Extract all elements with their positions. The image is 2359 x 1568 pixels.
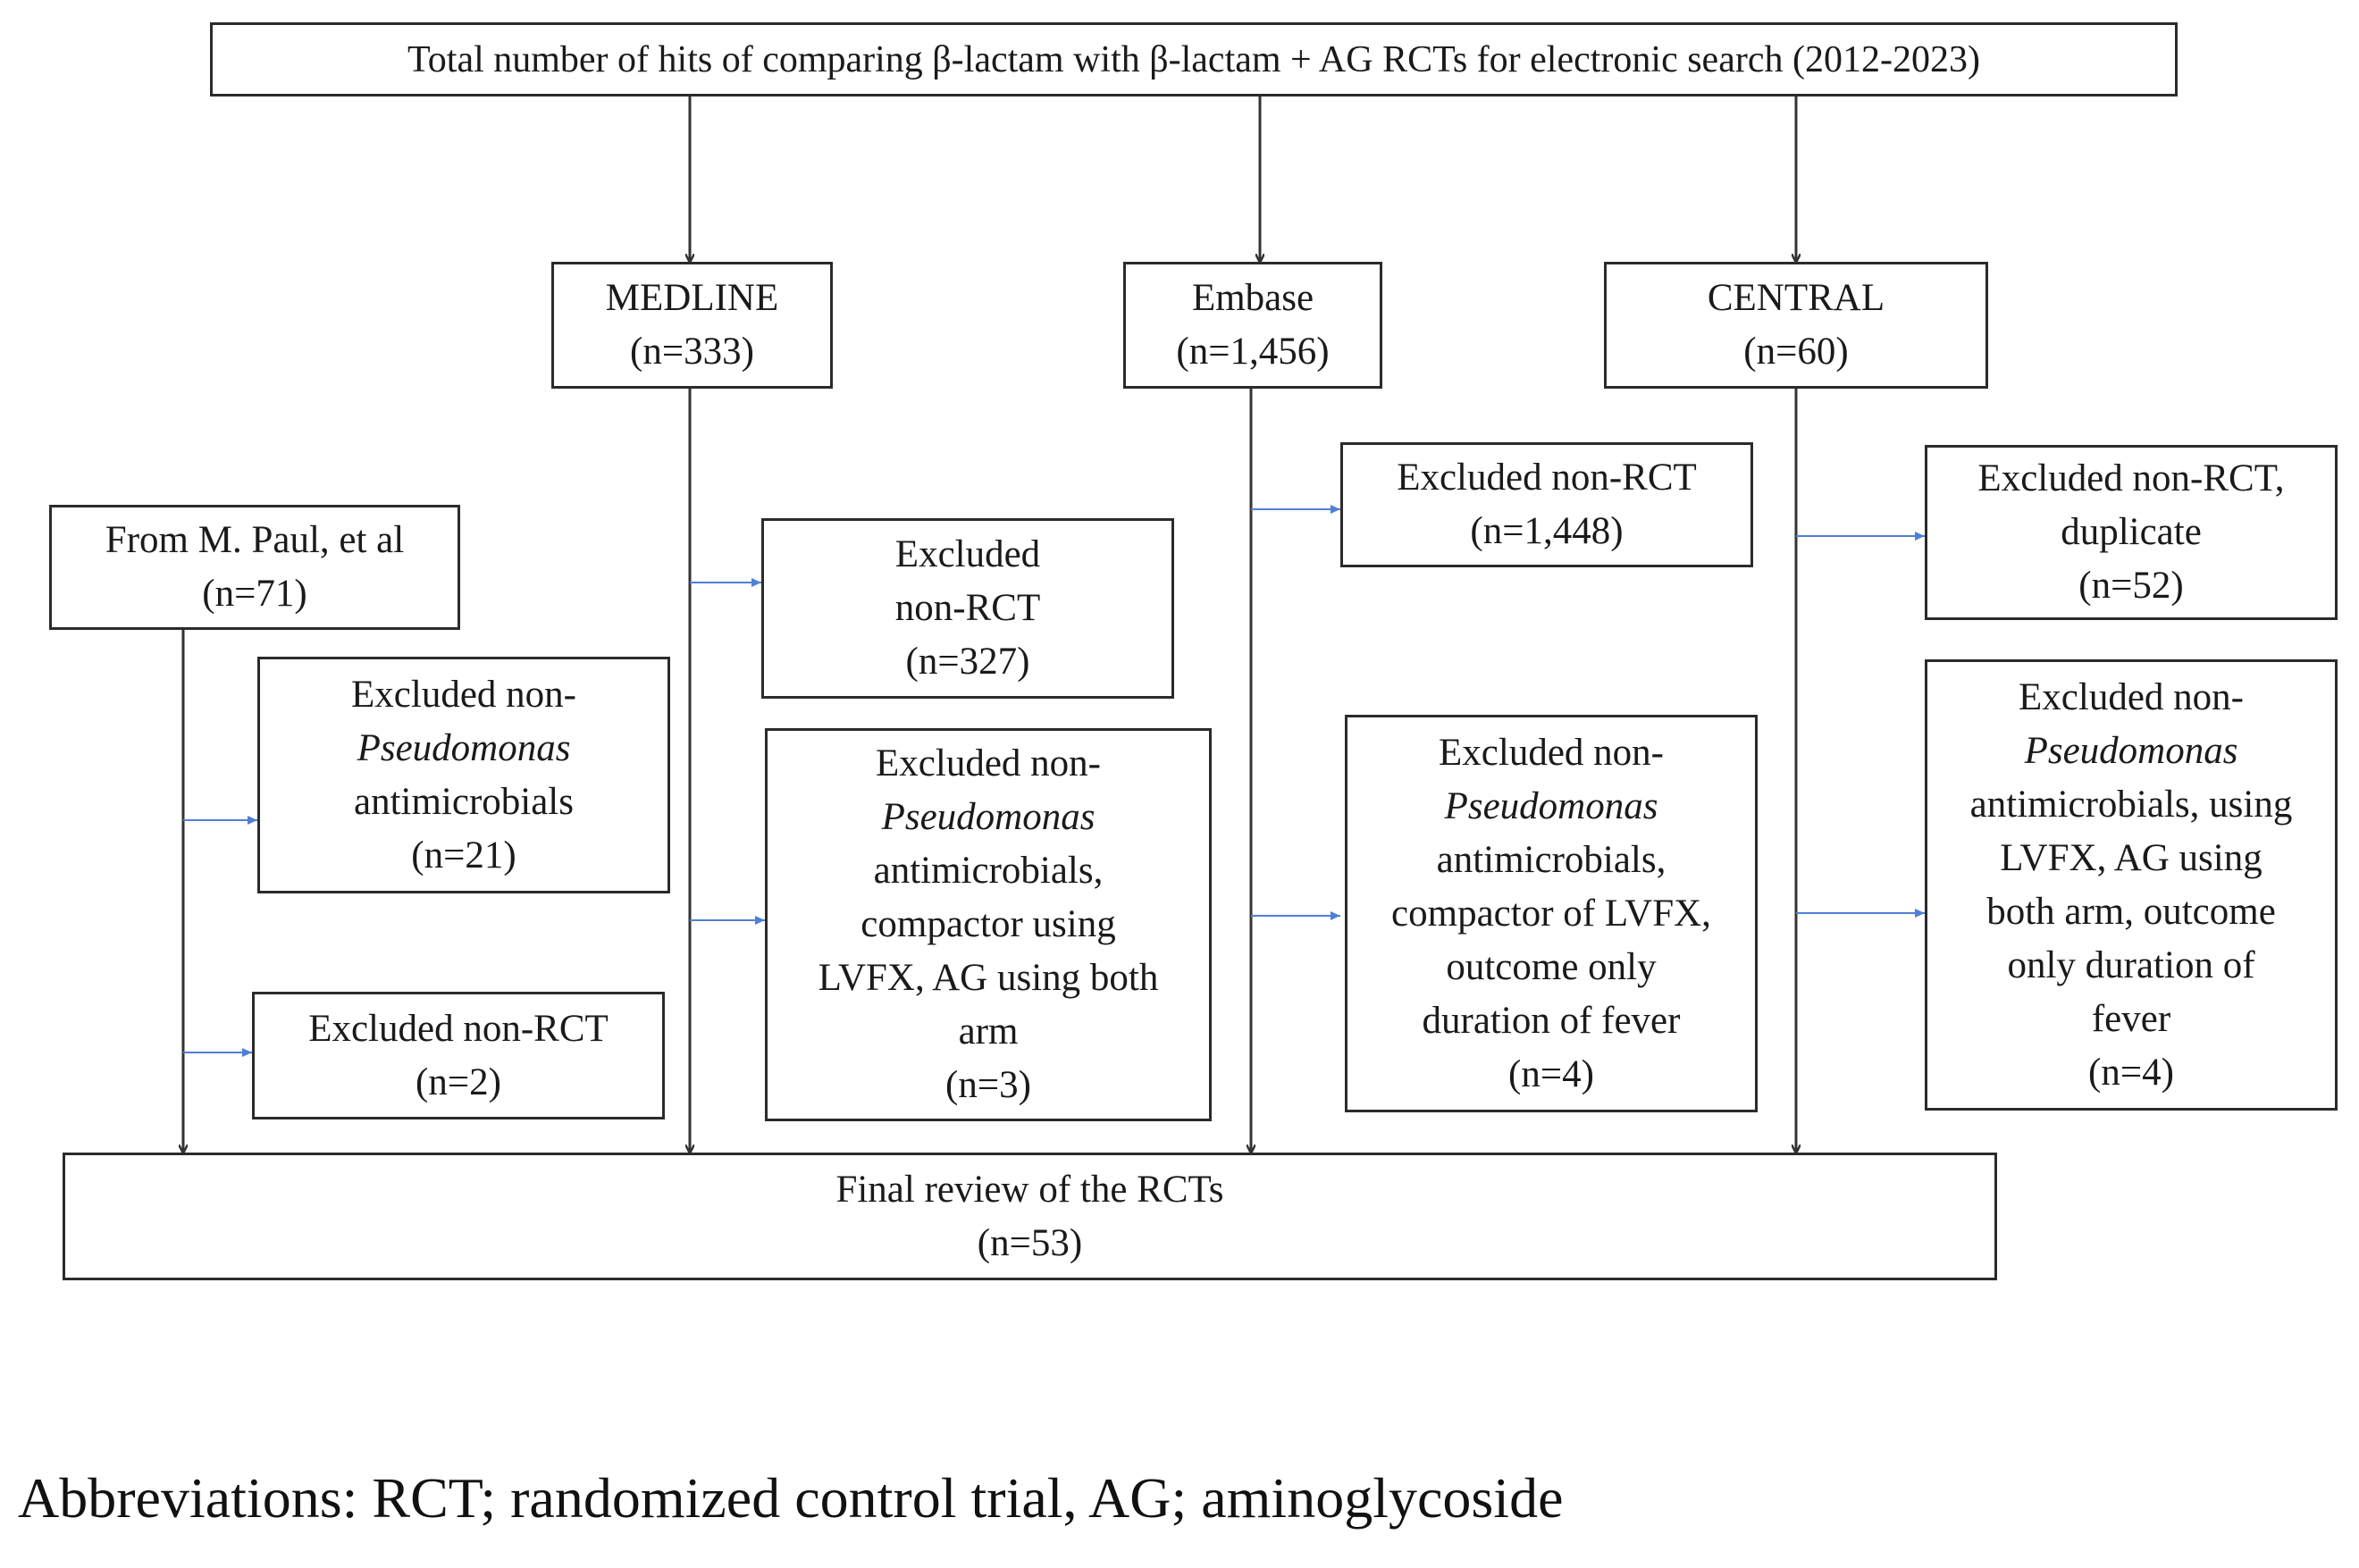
box-line: only duration of bbox=[2007, 943, 2255, 986]
box-line: arm bbox=[958, 1010, 1019, 1052]
embase-excluded-non-pseudomonas-box: Excluded non- Pseudomonas antimicrobials… bbox=[1345, 715, 1758, 1112]
box-line: antimicrobials bbox=[354, 780, 574, 823]
box-line: Excluded non- bbox=[876, 742, 1101, 784]
box-line: both arm, outcome bbox=[1986, 890, 2276, 933]
central-excluded-non-pseudomonas-box: Excluded non- Pseudomonas antimicrobials… bbox=[1925, 659, 2338, 1111]
medline-label: MEDLINE bbox=[605, 277, 779, 319]
box-count: (n=21) bbox=[411, 834, 516, 876]
final-review-count: (n=53) bbox=[977, 1221, 1083, 1264]
total-hits-box: Total number of hits of comparing β-lact… bbox=[210, 22, 2178, 96]
box-line-italic: Pseudomonas bbox=[2024, 729, 2238, 772]
final-review-box: Final review of the RCTs (n=53) bbox=[63, 1153, 1997, 1280]
box-line-italic: Pseudomonas bbox=[1444, 784, 1658, 827]
box-line: LVFX, AG using both bbox=[818, 957, 1159, 999]
paul-label: From M. Paul, et al bbox=[105, 519, 405, 561]
box-line-italic: Pseudomonas bbox=[357, 726, 571, 769]
central-box: CENTRAL (n=60) bbox=[1604, 262, 1988, 389]
embase-excluded-non-rct-box: Excluded non-RCT (n=1,448) bbox=[1340, 442, 1753, 567]
box-line: antimicrobials, bbox=[873, 850, 1104, 892]
box-line: duration of fever bbox=[1422, 999, 1681, 1042]
box-line: fever bbox=[2091, 997, 2171, 1040]
box-line: compactor using bbox=[860, 903, 1116, 945]
box-count: (n=3) bbox=[945, 1064, 1031, 1106]
paul-excluded-non-rct-box: Excluded non-RCT (n=2) bbox=[252, 992, 665, 1119]
embase-label: Embase bbox=[1191, 277, 1314, 319]
final-review-label: Final review of the RCTs bbox=[835, 1168, 1224, 1211]
central-label: CENTRAL bbox=[1707, 277, 1885, 319]
box-line-italic: Pseudomonas bbox=[881, 796, 1096, 838]
box-line: Excluded non- bbox=[1439, 731, 1664, 774]
paul-excluded-non-pseudomonas-box: Excluded non- Pseudomonas antimicrobials… bbox=[257, 657, 670, 893]
embase-count: (n=1,456) bbox=[1176, 331, 1330, 373]
box-count: (n=52) bbox=[2078, 565, 2184, 607]
box-count: (n=4) bbox=[2088, 1051, 2174, 1094]
box-line: Excluded non-RCT bbox=[308, 1007, 609, 1050]
box-count: (n=327) bbox=[905, 641, 1030, 683]
paul-count: (n=71) bbox=[202, 573, 307, 615]
box-count: (n=2) bbox=[416, 1061, 501, 1103]
central-excluded-non-rct-duplicate-box: Excluded non-RCT, duplicate (n=52) bbox=[1925, 445, 2338, 620]
medline-box: MEDLINE (n=333) bbox=[551, 262, 833, 389]
paul-box: From M. Paul, et al (n=71) bbox=[49, 505, 460, 630]
box-line: LVFX, AG using bbox=[2000, 836, 2262, 879]
box-line: duplicate bbox=[2061, 511, 2202, 553]
box-line: antimicrobials, using bbox=[1969, 783, 2293, 826]
box-line: antimicrobials, bbox=[1436, 838, 1666, 881]
abbreviations-footnote: Abbreviations: RCT; randomized control t… bbox=[18, 1466, 1564, 1530]
box-line: outcome only bbox=[1446, 945, 1657, 988]
box-line: Excluded non-RCT, bbox=[1977, 457, 2285, 499]
box-count: (n=1,448) bbox=[1470, 510, 1624, 552]
medline-excluded-non-rct-box: Excluded non-RCT (n=327) bbox=[761, 518, 1174, 699]
medline-count: (n=333) bbox=[630, 331, 754, 373]
box-count: (n=4) bbox=[1508, 1052, 1594, 1095]
total-hits-label: Total number of hits of comparing β-lact… bbox=[407, 38, 1980, 80]
box-line: Excluded non-RCT bbox=[1397, 457, 1697, 499]
box-line: non-RCT bbox=[894, 587, 1041, 629]
medline-excluded-non-pseudomonas-box: Excluded non- Pseudomonas antimicrobials… bbox=[765, 728, 1212, 1121]
box-line: Excluded non- bbox=[351, 673, 576, 716]
box-line: Excluded bbox=[894, 533, 1041, 575]
embase-box: Embase (n=1,456) bbox=[1123, 262, 1382, 389]
central-count: (n=60) bbox=[1743, 331, 1849, 373]
box-line: Excluded non- bbox=[2019, 675, 2244, 718]
box-line: compactor of LVFX, bbox=[1391, 892, 1711, 935]
